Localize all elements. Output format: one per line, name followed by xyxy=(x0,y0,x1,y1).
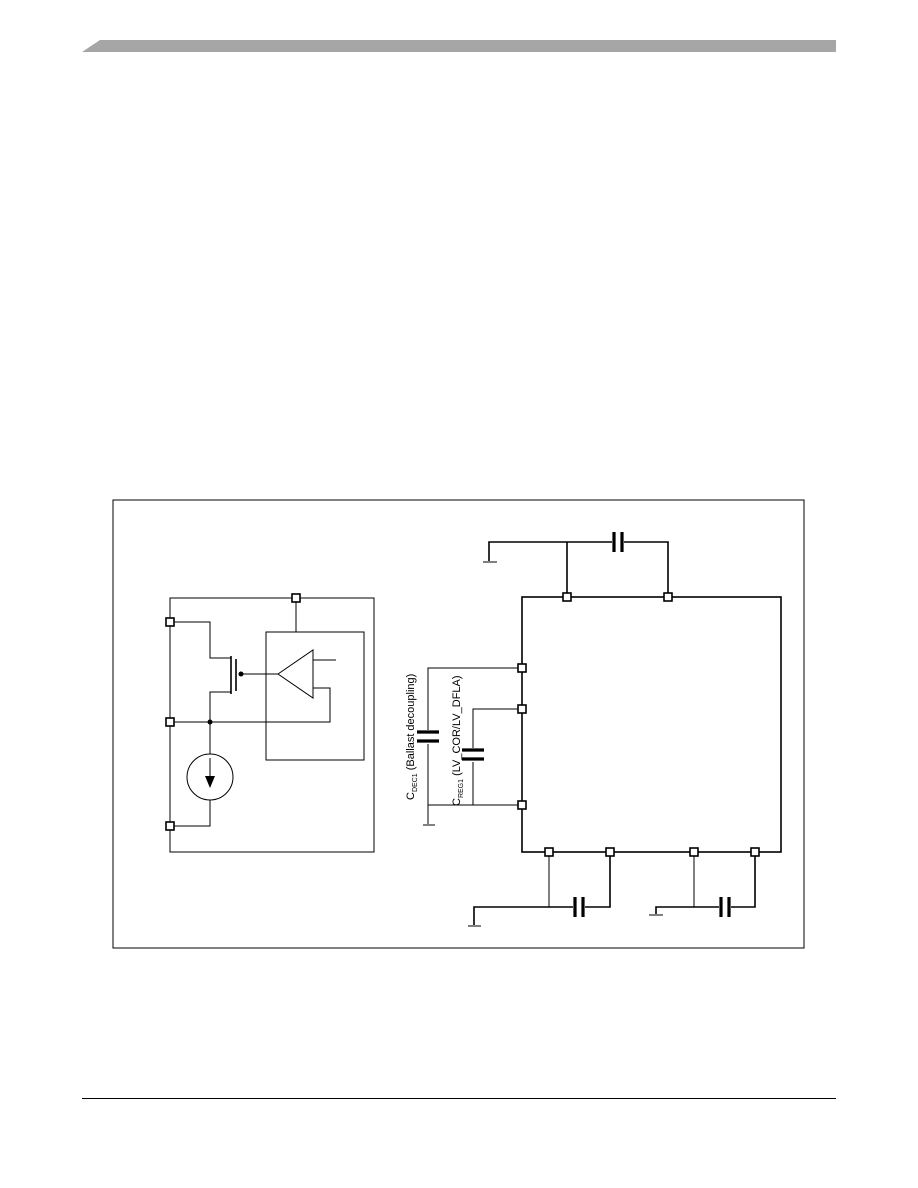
device-bottom-pin-4 xyxy=(750,847,760,857)
footer-rule xyxy=(82,1098,836,1099)
device-left-pin-1 xyxy=(517,663,527,673)
regulator-outline xyxy=(169,597,375,853)
device-bottom-pin-1 xyxy=(544,847,554,857)
opamp-symbol xyxy=(277,649,314,699)
creg1-label: CREG1 (LV_COR/LV_DFLA) xyxy=(451,675,465,806)
figure-border xyxy=(112,499,805,949)
regulator-block xyxy=(165,593,375,853)
device-block xyxy=(417,532,782,927)
gate-node-dot xyxy=(238,671,244,677)
header-bar-shape xyxy=(82,40,836,52)
device-bottom-pin-2 xyxy=(605,847,615,857)
regulator-pin-2 xyxy=(165,717,175,727)
device-left-pin-2 xyxy=(517,704,527,714)
regulator-top-pin xyxy=(291,593,301,603)
device-bottom-pin-3 xyxy=(689,847,699,857)
regulator-pin-1 xyxy=(165,617,175,627)
device-top-pin-2 xyxy=(663,592,673,602)
current-source-arrow xyxy=(205,776,215,788)
regulator-pin-3 xyxy=(165,821,175,831)
device-left-pin-3 xyxy=(517,800,527,810)
header-bar xyxy=(82,40,836,52)
device-top-pin-1 xyxy=(562,592,572,602)
amplifier-box xyxy=(265,631,365,761)
device-outline xyxy=(521,596,782,853)
cdec1-label: CDEC1 (Ballast decoupling) xyxy=(405,674,419,800)
